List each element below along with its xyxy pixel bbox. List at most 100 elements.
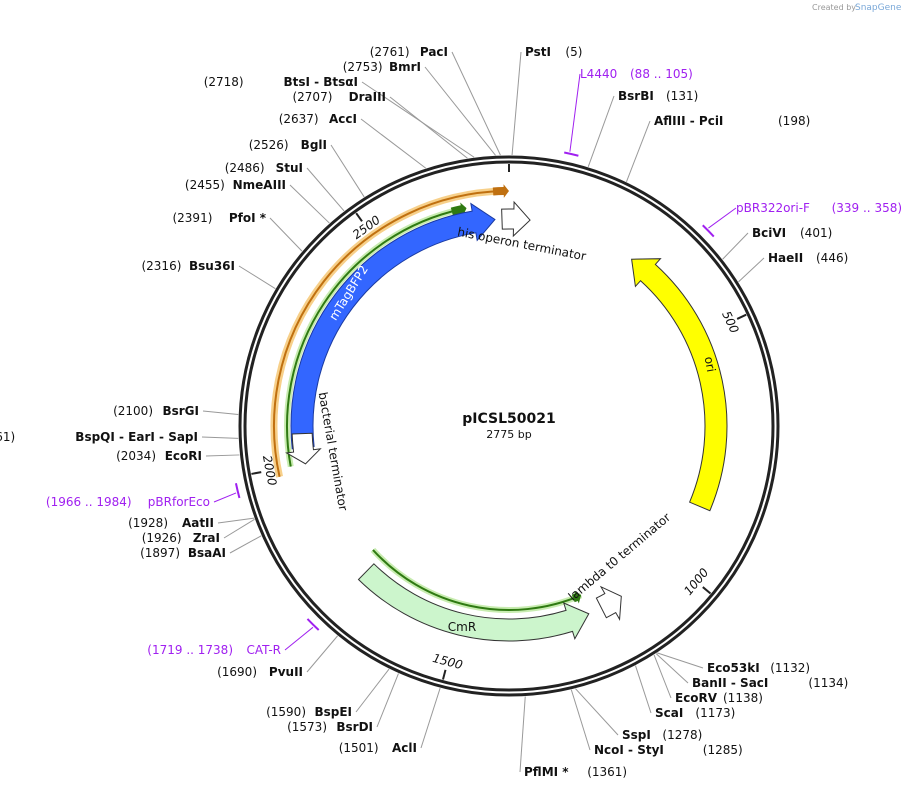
site-leader-line bbox=[424, 66, 496, 156]
site-afliii: AflIII - PciI(198) bbox=[625, 114, 810, 182]
site-name: Eco53kI bbox=[707, 661, 760, 675]
site-leader-line bbox=[229, 535, 262, 554]
site-zrai: ZraI(1926) bbox=[142, 518, 255, 545]
restriction-sites-layer: PacI(2761)PstI(5)BmrI(2753)BtsI - BtsαI(… bbox=[0, 45, 848, 779]
feature-label-lambda-t0-terminator: lambda t0 terminator bbox=[566, 510, 674, 603]
feature-arrow-mtagbfp2 bbox=[290, 202, 496, 450]
site-name: BsrDI bbox=[336, 720, 373, 734]
site-leader-line bbox=[587, 95, 615, 168]
site-stui: StuI (2486) bbox=[225, 161, 345, 212]
primer-leader-line bbox=[569, 73, 581, 152]
site-leader-line bbox=[657, 652, 704, 669]
site-position: (1285) bbox=[703, 743, 743, 757]
site-position: (2526) bbox=[249, 138, 289, 152]
site-bspei: BspEI(1590) bbox=[266, 668, 390, 719]
primer-cat-r: CAT-R (1719 .. 1738) bbox=[147, 618, 320, 657]
site-leader-line bbox=[306, 167, 345, 212]
primer-leader-line bbox=[284, 626, 314, 651]
site-name: AclI bbox=[392, 741, 417, 755]
site-position: (1278) bbox=[662, 728, 702, 742]
primer-range: (88 .. 105) bbox=[630, 67, 693, 81]
site-leader-line bbox=[376, 673, 399, 728]
site-pfoi: PfoI * (2391) bbox=[172, 211, 303, 252]
site-leader-line bbox=[575, 688, 619, 736]
site-bsaai: BsaAI(1897) bbox=[140, 535, 262, 560]
site-position: (2316) bbox=[141, 259, 181, 273]
primer-name: CAT-R bbox=[246, 643, 281, 657]
site-name: BtsI - BtsαI bbox=[283, 75, 358, 89]
site-bgli: BglI (2526) bbox=[249, 138, 365, 198]
site-position: (131) bbox=[666, 89, 698, 103]
site-position: (198) bbox=[778, 114, 810, 128]
site-name: BsrGI bbox=[162, 404, 199, 418]
ruler-tick-1500 bbox=[442, 669, 447, 680]
primer-range: (339 .. 358) bbox=[832, 201, 902, 215]
site-name: SspI bbox=[622, 728, 651, 742]
site-position: (1501) bbox=[339, 741, 379, 755]
site-leader-line bbox=[420, 687, 441, 749]
ruler-tick-1000 bbox=[702, 586, 712, 595]
site-position: (1361) bbox=[587, 765, 627, 779]
backbone-inner-circle bbox=[243, 160, 775, 692]
feature-arrow-cmr bbox=[357, 563, 590, 642]
primer-mark bbox=[564, 151, 579, 157]
site-ecorv: EcoRV(1138) bbox=[653, 654, 763, 705]
site-leader-line bbox=[201, 436, 239, 439]
features-layer bbox=[270, 184, 728, 642]
site-eco53ki: Eco53kI (1132) bbox=[657, 652, 810, 675]
site-leader-line bbox=[722, 232, 749, 260]
backbone-outer-circle bbox=[238, 155, 780, 697]
primer-range: (1719 .. 1738) bbox=[147, 643, 233, 657]
site-name: EcoRV bbox=[675, 691, 718, 705]
site-sspi: SspI (1278) bbox=[575, 688, 702, 742]
strand-arc-cmr-head bbox=[571, 590, 581, 604]
site-name: DraIII bbox=[349, 90, 386, 104]
primer-leader-line bbox=[708, 207, 737, 229]
site-name: BsrBI bbox=[618, 89, 654, 103]
site-btsi: BtsI - BtsαI(2718) bbox=[204, 75, 475, 158]
primer-leader-line bbox=[213, 492, 237, 503]
site-leader-line bbox=[389, 96, 468, 159]
site-name: BspEI bbox=[314, 705, 352, 719]
site-position: (2707) bbox=[292, 90, 332, 104]
site-position: (2486) bbox=[225, 161, 265, 175]
primer-pbr322ori-f: pBR322ori-F (339 .. 358) bbox=[702, 201, 902, 238]
feature-arrow-bacterial-terminator bbox=[285, 432, 322, 465]
ruler-label-2000: 2000 bbox=[260, 454, 279, 487]
site-name: PflMI * bbox=[524, 765, 569, 779]
site-leader-line bbox=[360, 118, 426, 169]
credit-text: Created by bbox=[812, 3, 856, 12]
site-leader-line bbox=[635, 665, 652, 714]
site-aatii: AatII(1928) bbox=[128, 516, 255, 530]
site-name: EcoRI bbox=[165, 449, 202, 463]
plasmid-length: 2775 bp bbox=[486, 428, 531, 441]
site-leader-line bbox=[519, 696, 526, 773]
primer-name: pBRforEco bbox=[148, 495, 210, 509]
site-name: ZraI bbox=[193, 531, 220, 545]
strand-arc-orange bbox=[273, 190, 504, 478]
site-position: (1132) bbox=[770, 661, 810, 675]
feature-arrow-his-operon-terminator bbox=[501, 200, 531, 238]
ruler-label-1500: 1500 bbox=[431, 651, 464, 672]
site-leader-line bbox=[451, 51, 501, 156]
site-paci: PacI(2761) bbox=[370, 45, 501, 156]
ruler-tick-2500 bbox=[355, 212, 363, 222]
site-name: StuI bbox=[276, 161, 303, 175]
site-leader-line bbox=[238, 265, 276, 290]
site-position: (2391) bbox=[172, 211, 212, 225]
site-name: BglI bbox=[301, 138, 327, 152]
site-leader-line bbox=[205, 454, 240, 457]
snapgene-logo-text: SnapGene bbox=[855, 3, 902, 13]
site-name: PstI bbox=[525, 45, 551, 59]
site-nmeaiii: NmeAIII(2455) bbox=[185, 178, 330, 224]
site-name: ScaI bbox=[655, 706, 683, 720]
site-name: BanII - SacI bbox=[692, 676, 768, 690]
site-name: PfoI * bbox=[229, 211, 267, 225]
strand-arc-cmr bbox=[372, 549, 582, 611]
site-name: AatII bbox=[182, 516, 214, 530]
site-name: Bsu36I bbox=[189, 259, 235, 273]
site-pflmi: PflMI * (1361) bbox=[519, 696, 627, 779]
primer-mark bbox=[702, 224, 715, 238]
primer-name: pBR322ori-F bbox=[736, 201, 810, 215]
